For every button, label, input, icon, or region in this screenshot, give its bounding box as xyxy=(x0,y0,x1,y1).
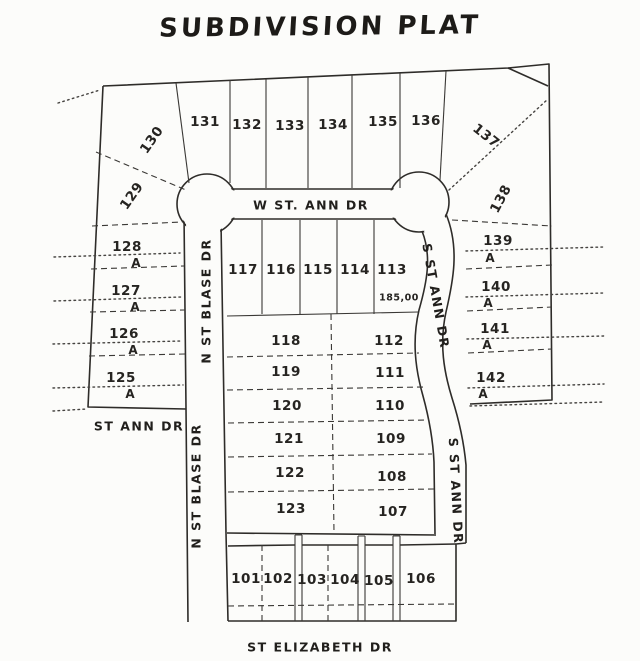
lot-label-127: 127 xyxy=(111,283,141,299)
lot-label-135: 135 xyxy=(368,114,398,130)
lot-label-132: 132 xyxy=(232,117,262,133)
lot-label-141: 141 xyxy=(480,321,510,337)
lot-suffix-127: A xyxy=(130,300,140,314)
lot-label-122: 122 xyxy=(275,465,305,481)
dimension-label-113: 185,00 xyxy=(379,292,419,304)
lot-label-112: 112 xyxy=(374,333,404,349)
lot-label-110: 110 xyxy=(375,398,405,414)
lot-label-119: 119 xyxy=(271,364,301,380)
lot-label-113: 113 xyxy=(377,262,407,278)
lot-label-140: 140 xyxy=(481,279,511,295)
dotted-survey-lines xyxy=(52,89,605,412)
street-label-n-st-blase-dr-upper: N ST BLASE DR xyxy=(198,238,214,364)
street-outlines xyxy=(176,171,467,623)
lot-label-131: 131 xyxy=(190,114,220,130)
lot-label-133: 133 xyxy=(275,118,305,134)
lot-suffix-128: A xyxy=(131,256,141,270)
lot-label-134: 134 xyxy=(318,117,348,133)
street-label-w-st-ann-dr: W ST. ANN DR xyxy=(253,197,369,213)
lot-label-109: 109 xyxy=(376,431,406,447)
lot-label-125: 125 xyxy=(106,370,136,386)
lot-label-117: 117 xyxy=(228,262,258,278)
plat-title: SUBDIVISION PLAT xyxy=(158,10,482,44)
lot-label-115: 115 xyxy=(303,262,333,278)
lot-label-142: 142 xyxy=(476,370,506,386)
lot-suffix-142: A xyxy=(478,387,488,401)
lot-label-116: 116 xyxy=(266,262,296,278)
lot-label-123: 123 xyxy=(276,501,306,517)
lot-label-102: 102 xyxy=(263,571,293,587)
lot-label-103: 103 xyxy=(297,572,327,588)
lot-label-114: 114 xyxy=(340,262,370,278)
lot-label-139: 139 xyxy=(483,233,513,249)
lot-suffix-140: A xyxy=(483,296,493,310)
lot-lines xyxy=(175,70,447,621)
lot-label-101: 101 xyxy=(231,571,261,587)
lot-suffix-139: A xyxy=(485,251,495,265)
lot-label-118: 118 xyxy=(271,333,301,349)
street-label-st-ann-dr-west: ST ANN DR xyxy=(93,418,185,434)
dashed-lot-lines xyxy=(88,151,553,621)
street-label-n-st-blase-dr-lower: N ST BLASE DR xyxy=(188,423,204,549)
lot-label-121: 121 xyxy=(274,431,304,447)
lot-label-107: 107 xyxy=(378,504,408,520)
lot-label-108: 108 xyxy=(377,469,407,485)
lot-label-126: 126 xyxy=(109,326,139,342)
lot-label-136: 136 xyxy=(411,113,441,129)
lot-label-105: 105 xyxy=(364,573,394,589)
street-label-st-elizabeth-dr: ST ELIZABETH DR xyxy=(247,639,393,655)
lot-label-128: 128 xyxy=(112,239,142,255)
lot-label-120: 120 xyxy=(272,398,302,414)
lot-label-104: 104 xyxy=(330,572,360,588)
lot-label-111: 111 xyxy=(375,365,405,381)
lot-suffix-126: A xyxy=(128,343,138,357)
lot-label-106: 106 xyxy=(406,571,436,587)
lot-suffix-125: A xyxy=(125,387,135,401)
lot-suffix-141: A xyxy=(482,338,492,352)
street-fills xyxy=(178,173,465,621)
